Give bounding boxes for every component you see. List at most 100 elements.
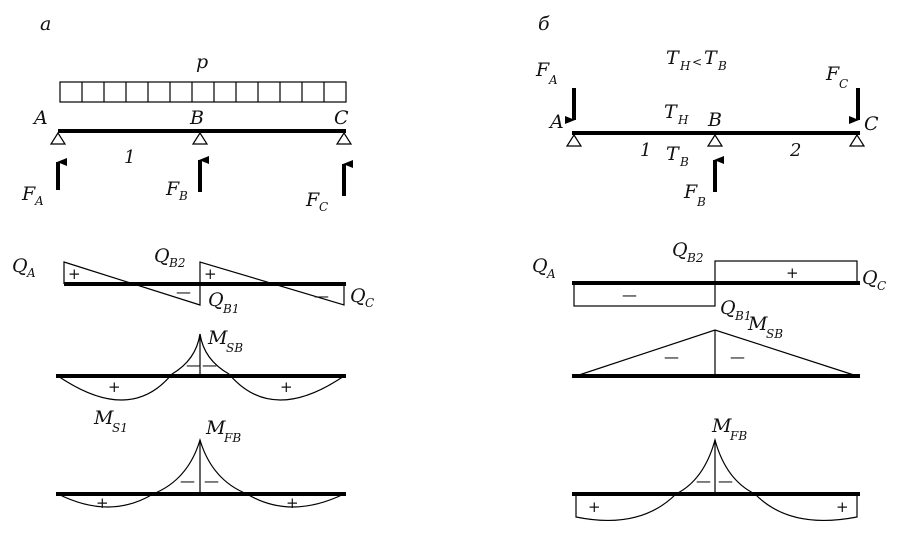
span1-label: 1 xyxy=(640,140,651,161)
qa-label: Q A xyxy=(12,255,36,280)
svg-text:M: M xyxy=(747,313,768,335)
svg-text:Q: Q xyxy=(350,285,366,307)
support-c-label: C xyxy=(334,107,349,129)
svg-text:Q: Q xyxy=(12,255,28,277)
support-c-label-b: C xyxy=(864,113,879,135)
span-label: 1 xyxy=(124,147,135,168)
svg-text:C: C xyxy=(365,296,374,310)
svg-text:—: — xyxy=(180,472,195,490)
force-b-label: F B xyxy=(165,178,188,203)
svg-text:M: M xyxy=(205,417,226,439)
svg-text:C: C xyxy=(877,279,886,293)
force-a-label: F A xyxy=(21,183,44,208)
svg-text:F: F xyxy=(683,181,698,203)
svg-text:+: + xyxy=(588,498,601,516)
svg-text:—: — xyxy=(314,287,329,305)
support-b-label: B xyxy=(189,107,204,129)
support-c-triangle-b xyxy=(848,133,866,147)
svg-text:—: — xyxy=(622,286,637,304)
svg-text:A: A xyxy=(548,73,558,87)
panel-b: б T H < T B T H T B A B C 1 2 xyxy=(532,13,886,522)
svg-text:+: + xyxy=(108,378,121,396)
svg-text:—: — xyxy=(202,356,217,374)
svg-text:B1: B1 xyxy=(734,309,751,323)
moment-fb-diagram-b: + + — — xyxy=(572,437,860,522)
support-a-label-b: A xyxy=(548,111,564,133)
svg-text:M: M xyxy=(207,327,228,349)
svg-text:S1: S1 xyxy=(112,421,128,435)
svg-text:+: + xyxy=(286,494,299,512)
svg-text:—: — xyxy=(176,283,191,301)
svg-text:C: C xyxy=(839,77,848,91)
qb1-label-b: Q B1 xyxy=(720,297,751,323)
svg-text:A: A xyxy=(26,266,36,280)
svg-text:Q: Q xyxy=(154,245,170,267)
qc-label-b: Q C xyxy=(862,267,886,293)
qb1-label: Q B1 xyxy=(208,289,239,316)
panel-b-letter: б xyxy=(538,13,550,35)
svg-text:M: M xyxy=(711,415,732,437)
support-b-triangle-b xyxy=(706,133,724,147)
panel-a: а p A B C 1 xyxy=(12,13,374,512)
moment-sb-diagram-a: + + — — xyxy=(56,333,346,401)
svg-text:H: H xyxy=(679,59,691,73)
svg-text:B: B xyxy=(679,155,689,169)
support-a-label: A xyxy=(32,107,48,129)
svg-text:+: + xyxy=(96,494,109,512)
svg-text:SB: SB xyxy=(226,341,243,355)
span2-label: 2 xyxy=(789,140,801,161)
svg-text:B2: B2 xyxy=(168,256,185,270)
svg-text:—: — xyxy=(204,472,219,490)
svg-text:Q: Q xyxy=(862,267,878,289)
support-c-triangle xyxy=(335,131,353,145)
distributed-load xyxy=(59,81,347,103)
force-c-label-b: F C xyxy=(825,63,848,91)
svg-text:—: — xyxy=(718,472,733,490)
panel-a-letter: а xyxy=(40,13,51,35)
svg-text:—: — xyxy=(664,348,679,366)
svg-text:SB: SB xyxy=(766,327,783,341)
shear-diagram-b: — + xyxy=(572,260,860,307)
svg-text:—: — xyxy=(186,356,201,374)
svg-text:Q: Q xyxy=(532,255,548,277)
svg-text:F: F xyxy=(21,183,36,205)
qb2-label-b: Q B2 xyxy=(672,239,703,265)
support-b-triangle xyxy=(191,131,209,145)
svg-text:T: T xyxy=(704,47,718,69)
temperature-relation: T H < T B xyxy=(666,47,727,73)
svg-text:—: — xyxy=(696,472,711,490)
force-c-label: F C xyxy=(305,189,328,214)
th-label: T H xyxy=(664,101,689,127)
support-a-triangle-b xyxy=(565,133,583,147)
load-label: p xyxy=(196,51,208,73)
svg-text:FB: FB xyxy=(729,429,747,443)
svg-text:B: B xyxy=(178,189,188,203)
msb-label-a: M SB xyxy=(207,327,243,355)
svg-text:Q: Q xyxy=(208,289,224,311)
svg-text:FB: FB xyxy=(223,431,241,445)
mfb-label-a: M FB xyxy=(205,417,241,445)
qb2-label: Q B2 xyxy=(154,245,185,270)
mfb-label-b: M FB xyxy=(711,415,747,443)
svg-text:+: + xyxy=(68,265,81,283)
svg-text:F: F xyxy=(165,178,180,200)
svg-text:A: A xyxy=(546,267,556,281)
svg-text:B1: B1 xyxy=(222,302,239,316)
msb-label-b: M SB xyxy=(747,313,783,341)
svg-text:+: + xyxy=(280,378,293,396)
svg-text:Q: Q xyxy=(720,297,736,319)
svg-text:T: T xyxy=(666,47,680,69)
moment-fb-diagram-a: + + — — xyxy=(56,437,346,512)
svg-text:F: F xyxy=(825,63,840,85)
svg-text:M: M xyxy=(93,407,114,429)
force-a-label-b: F A xyxy=(535,59,558,87)
shear-diagram-a: + + — — xyxy=(63,261,346,306)
svg-text:—: — xyxy=(730,348,745,366)
svg-text:T: T xyxy=(664,101,678,123)
force-b-label-b: F B xyxy=(683,181,706,209)
svg-text:+: + xyxy=(786,264,799,282)
svg-text:C: C xyxy=(319,200,328,214)
svg-text:+: + xyxy=(836,498,849,516)
qa-label-b: Q A xyxy=(532,255,556,281)
